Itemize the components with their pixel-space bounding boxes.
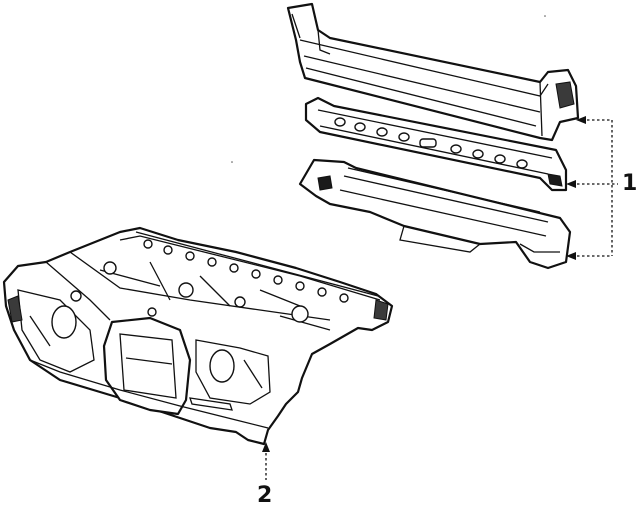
- callout-2-leader: [262, 442, 270, 480]
- callout-1-leaders: [566, 116, 618, 260]
- arrow-head-top: [576, 116, 586, 124]
- middle-reinforcement-bar: [304, 96, 568, 192]
- callout-label-part-1: 1: [622, 171, 638, 196]
- arrow-head-bottom: [566, 252, 576, 260]
- arrow-head-middle: [566, 180, 576, 188]
- upper-rear-panel: [286, 2, 580, 142]
- lower-support-panel: [298, 158, 572, 270]
- callout-label-part-2: 2: [257, 483, 273, 508]
- rear-floor-panel: [2, 226, 394, 446]
- arrow-head-part-2: [262, 442, 270, 452]
